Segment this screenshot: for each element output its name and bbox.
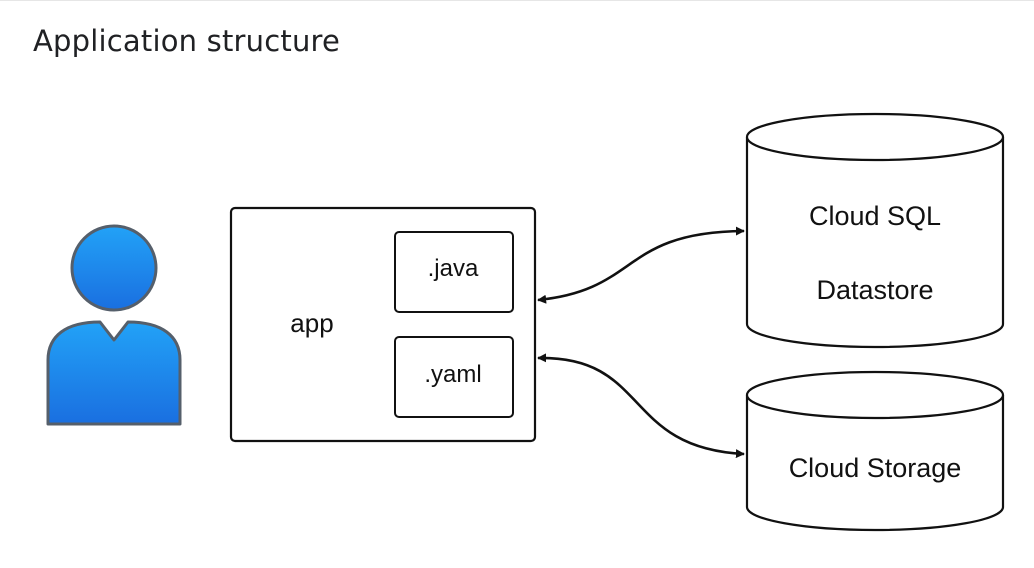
connector-app-to-storage [537, 353, 745, 459]
cloud-sql-datastore-cylinder: Cloud SQL Datastore [745, 112, 1005, 349]
yaml-file-label: .yaml [424, 361, 481, 388]
yaml-file-box: .yaml [394, 336, 514, 418]
java-file-box: .java [394, 231, 514, 313]
cloud-storage-cylinder: Cloud Storage [745, 370, 1005, 532]
cloud-sql-cylinder-body [745, 137, 1005, 349]
app-label: app [290, 308, 333, 338]
cloud-sql-cylinder-top [745, 112, 1005, 162]
person-icon-body [46, 320, 182, 426]
app-container: app .java .yaml [229, 206, 537, 443]
cloud-storage-label: Cloud Storage [789, 453, 962, 483]
top-divider [0, 0, 1034, 1]
cloud-storage-cylinder-top [745, 370, 1005, 420]
cloud-storage-cylinder-body [745, 395, 1005, 532]
java-file-label: .java [428, 255, 479, 282]
person-icon-head [70, 224, 158, 312]
datastore-label: Datastore [816, 275, 933, 305]
page-title: Application structure [33, 24, 341, 58]
connector-app-to-sql [537, 226, 745, 304]
person-icon [46, 224, 182, 426]
cloud-sql-label: Cloud SQL [809, 201, 941, 231]
